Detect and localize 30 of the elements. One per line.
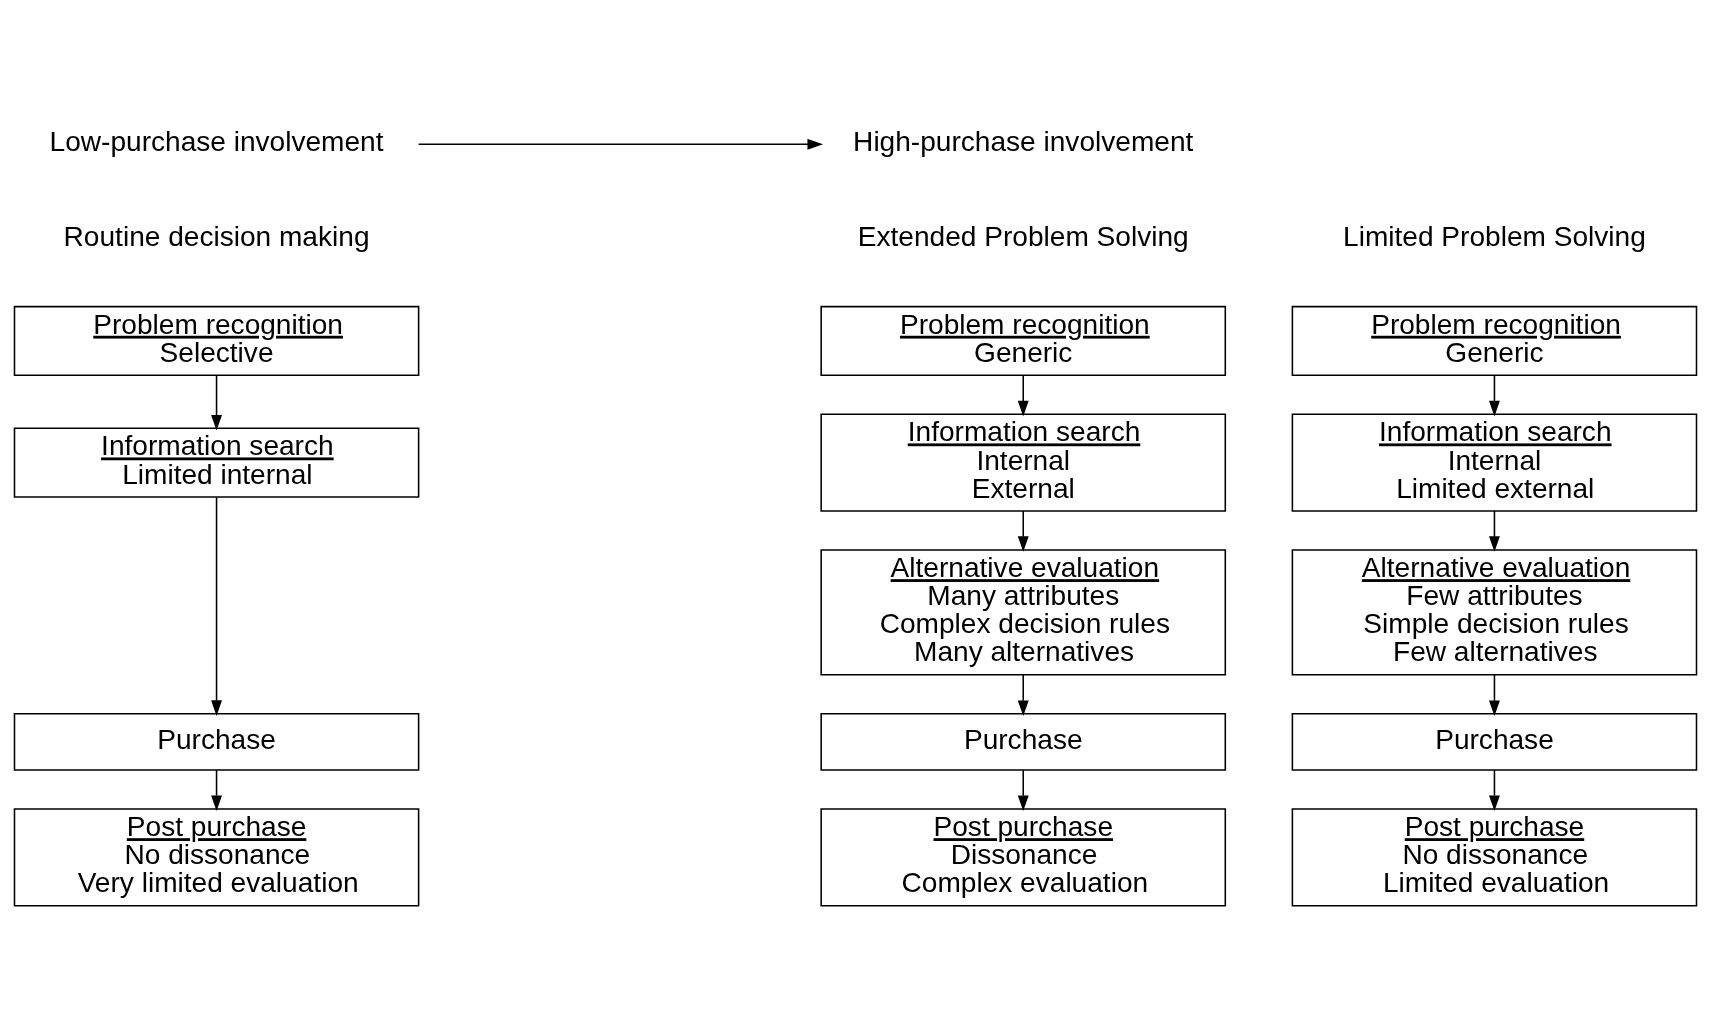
node-box: Post purchase No dissonance Limited evaluation — [1291, 807, 1698, 907]
arrow — [1017, 673, 1029, 716]
node-box: Post purchase No dissonance Very limited evaluation — [13, 807, 420, 907]
arrow — [211, 768, 222, 811]
arrow — [211, 374, 222, 431]
node-box: Purchase — [820, 712, 1227, 771]
label: Routine decision making — [63, 220, 370, 252]
arrow — [1489, 768, 1500, 811]
node-box: Alternative evaluation Many attributes Complex decision rules Many alternatives — [820, 548, 1227, 676]
node-box: Post purchase Dissonance Complex evaluation — [820, 807, 1227, 907]
node-box: Purchase — [13, 712, 420, 771]
label: Limited Problem Solving — [1343, 220, 1646, 252]
node-box: Purchase — [1291, 712, 1698, 771]
label: High-purchase involvement — [853, 125, 1194, 157]
arrow — [1489, 509, 1500, 552]
label: Low-purchase involvement — [49, 125, 384, 157]
arrow — [1017, 509, 1029, 552]
node-box: Problem recognition Generic — [820, 305, 1227, 376]
arrow — [1489, 673, 1500, 716]
node-box: Problem recognition Generic — [1291, 305, 1698, 376]
node-box: Information search Internal Limited external — [1291, 413, 1698, 512]
node-box: Problem recognition Selective — [13, 305, 420, 376]
arrow — [1017, 768, 1029, 811]
node-box: Information search Internal External — [820, 413, 1227, 512]
node-box: Alternative evaluation Few attributes Simple decision rules Few alternatives — [1291, 548, 1698, 676]
arrow — [1489, 374, 1500, 416]
arrow — [1017, 374, 1029, 416]
arrow — [211, 496, 222, 716]
label: Extended Problem Solving — [857, 220, 1189, 252]
node-box: Information search Limited internal — [13, 427, 420, 498]
